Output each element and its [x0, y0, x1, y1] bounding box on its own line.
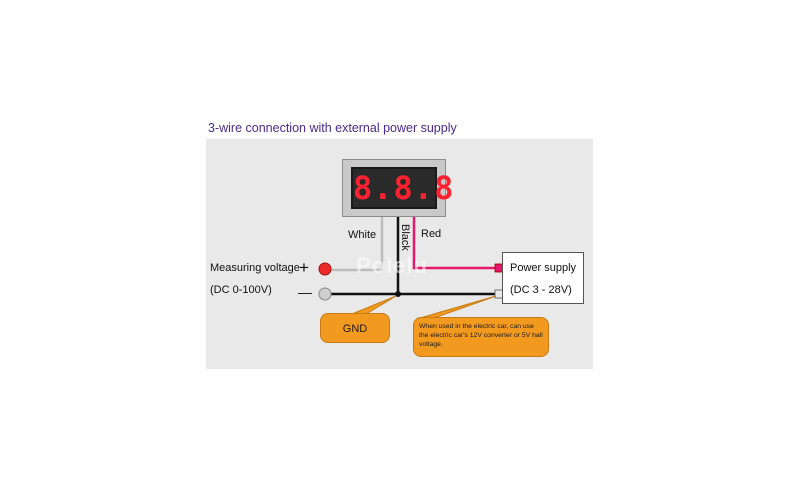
- watermark: Polelu: [356, 253, 429, 278]
- measuring-range-label: (DC 0-100V): [210, 284, 272, 296]
- power-supply-range: (DC 3 - 28V): [510, 284, 572, 296]
- voltmeter-digits: 8.8.8: [353, 169, 455, 207]
- minus-sign: —: [298, 284, 312, 300]
- note-pointer: [419, 295, 497, 319]
- measuring-voltage-label: Measuring voltage: [210, 262, 300, 274]
- note-callout: When used in the electric car, can use t…: [413, 317, 549, 357]
- white-wire-label: White: [348, 229, 377, 241]
- red-wire: [412, 217, 498, 270]
- gnd-callout: GND: [320, 313, 390, 343]
- power-supply-box: [502, 252, 584, 304]
- voltmeter: 8.8.8: [342, 159, 455, 217]
- positive-terminal: [318, 262, 332, 276]
- negative-terminal: [318, 287, 332, 301]
- gnd-pointer: [351, 295, 397, 315]
- voltmeter-display: 8.8.8: [351, 167, 455, 209]
- white-wire: [326, 217, 384, 272]
- diagram-title: 3-wire connection with external power su…: [208, 121, 457, 135]
- ground-junction: [395, 291, 401, 297]
- red-wire-label: Red: [421, 228, 442, 240]
- black-wire-label: Black: [399, 224, 411, 251]
- plus-sign: +: [299, 258, 309, 277]
- power-supply-label: Power supply: [510, 262, 577, 274]
